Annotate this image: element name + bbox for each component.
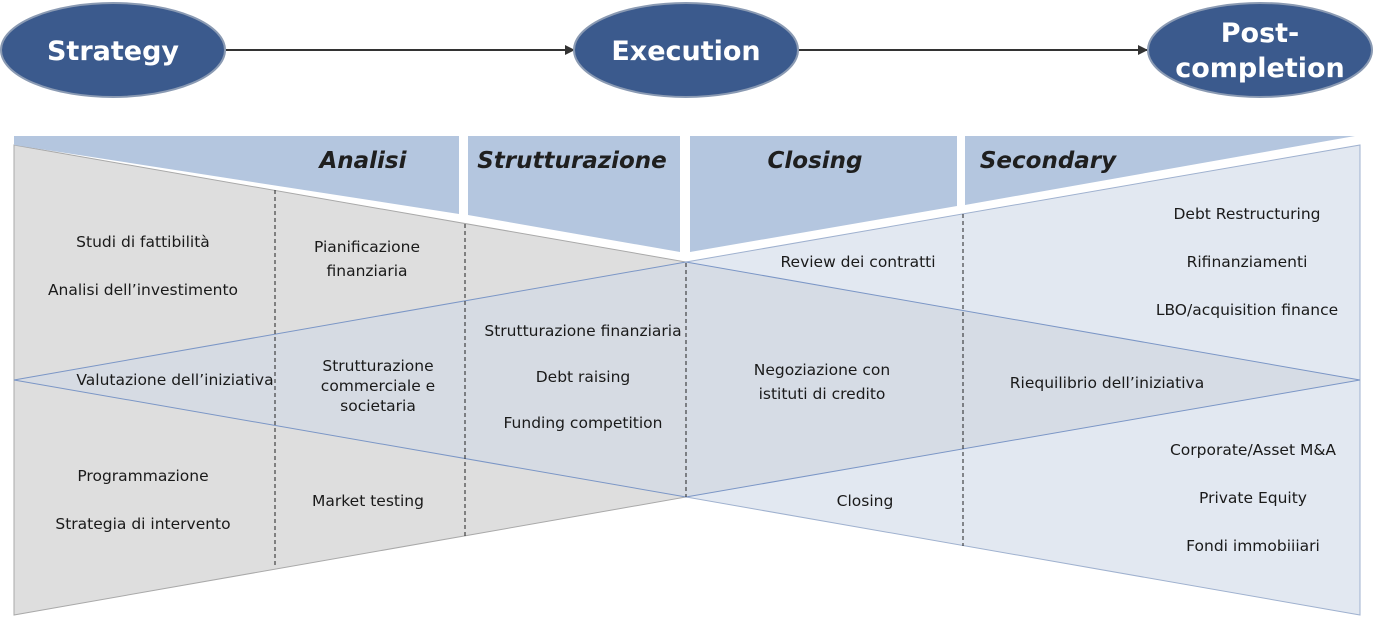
- header-band: Analisi Strutturazione Closing Secondary: [14, 136, 1355, 252]
- header-strutturazione: Strutturazione: [477, 148, 667, 174]
- column-5-items: Debt Restructuring Rifinanziamenti LBO/a…: [1010, 205, 1338, 555]
- item-lbo-acquisition-finance: LBO/acquisition finance: [1156, 301, 1338, 319]
- item-fondi-immobiliari: Fondi immobiiiari: [1186, 537, 1320, 555]
- phase-strategy-shape: [0, 2, 226, 98]
- item-review-contratti: Review dei contratti: [780, 253, 935, 271]
- item-rifinanziamenti: Rifinanziamenti: [1187, 253, 1308, 271]
- header-strutturazione-bg: [468, 136, 680, 252]
- item-pianificazione-line2: finanziaria: [326, 262, 407, 280]
- center-diamond: [13, 261, 1361, 498]
- item-corporate-asset-ma: Corporate/Asset M&A: [1170, 441, 1336, 459]
- item-negoziazione-line1: Negoziazione con: [754, 361, 890, 379]
- item-strutturazione-commerciale-line1: Strutturazione: [322, 357, 433, 375]
- diagram-body: [13, 144, 1361, 616]
- column-3-items: Strutturazione finanziaria Debt raising …: [484, 322, 681, 432]
- item-programmazione: Programmazione: [77, 467, 208, 485]
- item-debt-raising: Debt raising: [536, 368, 631, 386]
- item-strutturazione-commerciale-line2: commerciale e: [321, 377, 435, 395]
- phase-execution-shape: [573, 2, 799, 98]
- header-analisi: Analisi: [317, 148, 407, 174]
- header-closing: Closing: [768, 148, 863, 174]
- item-valutazione-iniziativa: Valutazione dell’iniziativa: [76, 371, 273, 389]
- item-private-equity: Private Equity: [1199, 489, 1307, 507]
- item-pianificazione-line1: Pianificazione: [314, 238, 420, 256]
- phase-post-completion: Post- completion: [1147, 2, 1373, 98]
- item-closing: Closing: [837, 492, 894, 510]
- phase-post-completion-label-line2: completion: [1175, 53, 1345, 84]
- phase-strategy: Strategy: [0, 2, 226, 98]
- item-strutturazione-finanziaria: Strutturazione finanziaria: [484, 322, 681, 340]
- phase-strategy-label: Strategy: [47, 36, 179, 67]
- header-closing-bg: [690, 136, 957, 252]
- column-1-items: Studi di fattibilità Analisi dell’invest…: [48, 233, 274, 533]
- item-strategia-intervento: Strategia di intervento: [55, 515, 230, 533]
- item-riequilibrio-iniziativa: Riequilibrio dell’iniziativa: [1010, 374, 1204, 392]
- header-analisi-bg: [14, 136, 459, 214]
- phase-flow: Strategy Execution Post- completion: [0, 2, 1373, 98]
- column-4-items: Review dei contratti Negoziazione con is…: [754, 253, 936, 510]
- item-debt-restructuring: Debt Restructuring: [1173, 205, 1320, 223]
- item-funding-competition: Funding competition: [503, 414, 662, 432]
- item-analisi-investimento: Analisi dell’investimento: [48, 281, 238, 299]
- item-negoziazione-line2: istituti di credito: [759, 385, 886, 403]
- item-strutturazione-commerciale-line3: societaria: [340, 397, 416, 415]
- column-2-items: Pianificazione finanziaria Strutturazion…: [312, 238, 435, 510]
- phase-post-completion-shape: [1147, 2, 1373, 98]
- phase-execution: Execution: [573, 2, 799, 98]
- item-studi-di-fattibilita: Studi di fattibilità: [76, 233, 210, 251]
- header-secondary: Secondary: [980, 148, 1117, 174]
- header-secondary-bg: [965, 136, 1355, 205]
- phase-post-completion-label-line1: Post-: [1221, 18, 1300, 49]
- item-market-testing: Market testing: [312, 492, 424, 510]
- phase-execution-label: Execution: [611, 36, 760, 67]
- column-separators: [274, 190, 964, 568]
